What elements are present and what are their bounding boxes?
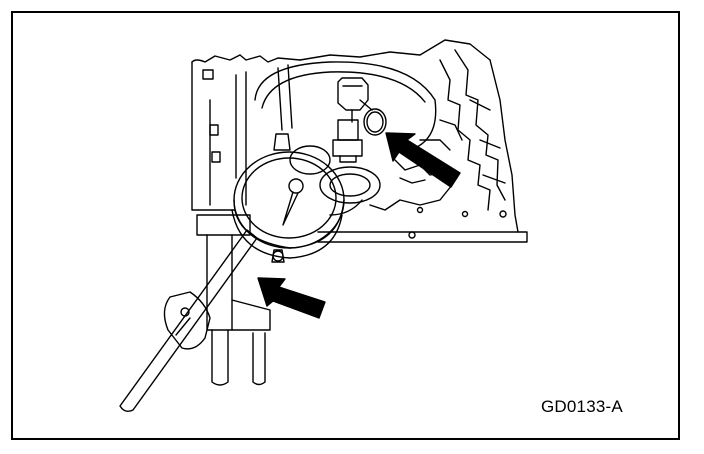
indicator-rod <box>119 229 258 413</box>
servo-fittings <box>332 77 387 163</box>
arrow-icon <box>385 132 461 188</box>
figure-frame <box>11 11 680 440</box>
figure-code: GD0133-A <box>541 397 623 416</box>
dial-indicator <box>231 133 345 263</box>
magnetic-stand <box>196 214 271 386</box>
transmission-case <box>191 39 528 243</box>
arrow-icon <box>257 277 326 319</box>
